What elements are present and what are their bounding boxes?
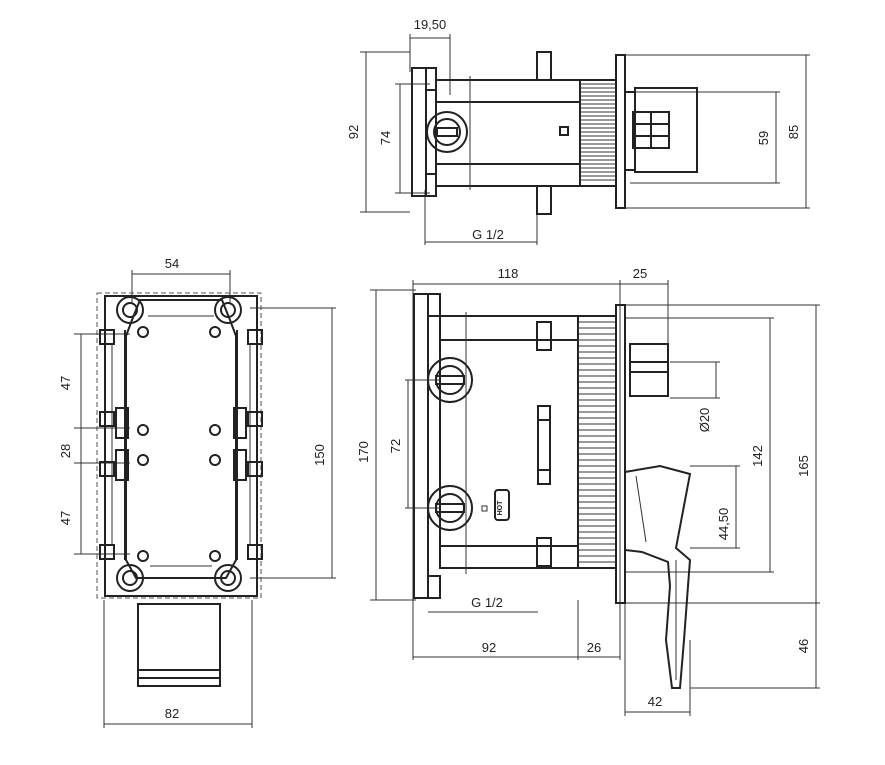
side-view: HOT bbox=[356, 266, 820, 716]
dim-g-half-top: G 1/2 bbox=[472, 227, 504, 242]
dim-25: 25 bbox=[633, 266, 647, 281]
dim-54: 54 bbox=[165, 256, 179, 271]
dim-28: 28 bbox=[58, 444, 73, 458]
dim-118: 118 bbox=[498, 266, 519, 281]
dim-44-50: 44,50 bbox=[716, 508, 731, 541]
top-view: 19,50 92 74 G 1/2 59 85 bbox=[346, 17, 810, 245]
dim-72: 72 bbox=[388, 439, 403, 453]
hot-label: HOT bbox=[497, 500, 504, 516]
dim-150: 150 bbox=[312, 444, 327, 466]
dim-g-half-side: G 1/2 bbox=[471, 595, 503, 610]
dim-46: 46 bbox=[796, 639, 811, 653]
dim-142: 142 bbox=[750, 445, 765, 467]
dim-74: 74 bbox=[378, 131, 393, 145]
dim-26: 26 bbox=[587, 640, 601, 655]
thread-hatch bbox=[580, 83, 616, 181]
dim-92-top: 92 bbox=[346, 125, 361, 139]
side-thread-hatch bbox=[578, 321, 616, 563]
dim-82: 82 bbox=[165, 706, 179, 721]
dim-92-side: 92 bbox=[482, 640, 496, 655]
dim-47-a: 47 bbox=[58, 376, 73, 390]
dim-42: 42 bbox=[648, 694, 662, 709]
dim-47-b: 47 bbox=[58, 511, 73, 525]
dim-170: 170 bbox=[356, 441, 371, 463]
dim-diameter-20: Ø20 bbox=[697, 408, 712, 433]
dim-59: 59 bbox=[756, 131, 771, 145]
dim-165: 165 bbox=[796, 455, 811, 477]
dim-19-50: 19,50 bbox=[414, 17, 447, 32]
front-view: 54 47 28 47 150 82 bbox=[58, 256, 336, 728]
dim-85: 85 bbox=[786, 125, 801, 139]
screw-holes bbox=[137, 326, 221, 562]
